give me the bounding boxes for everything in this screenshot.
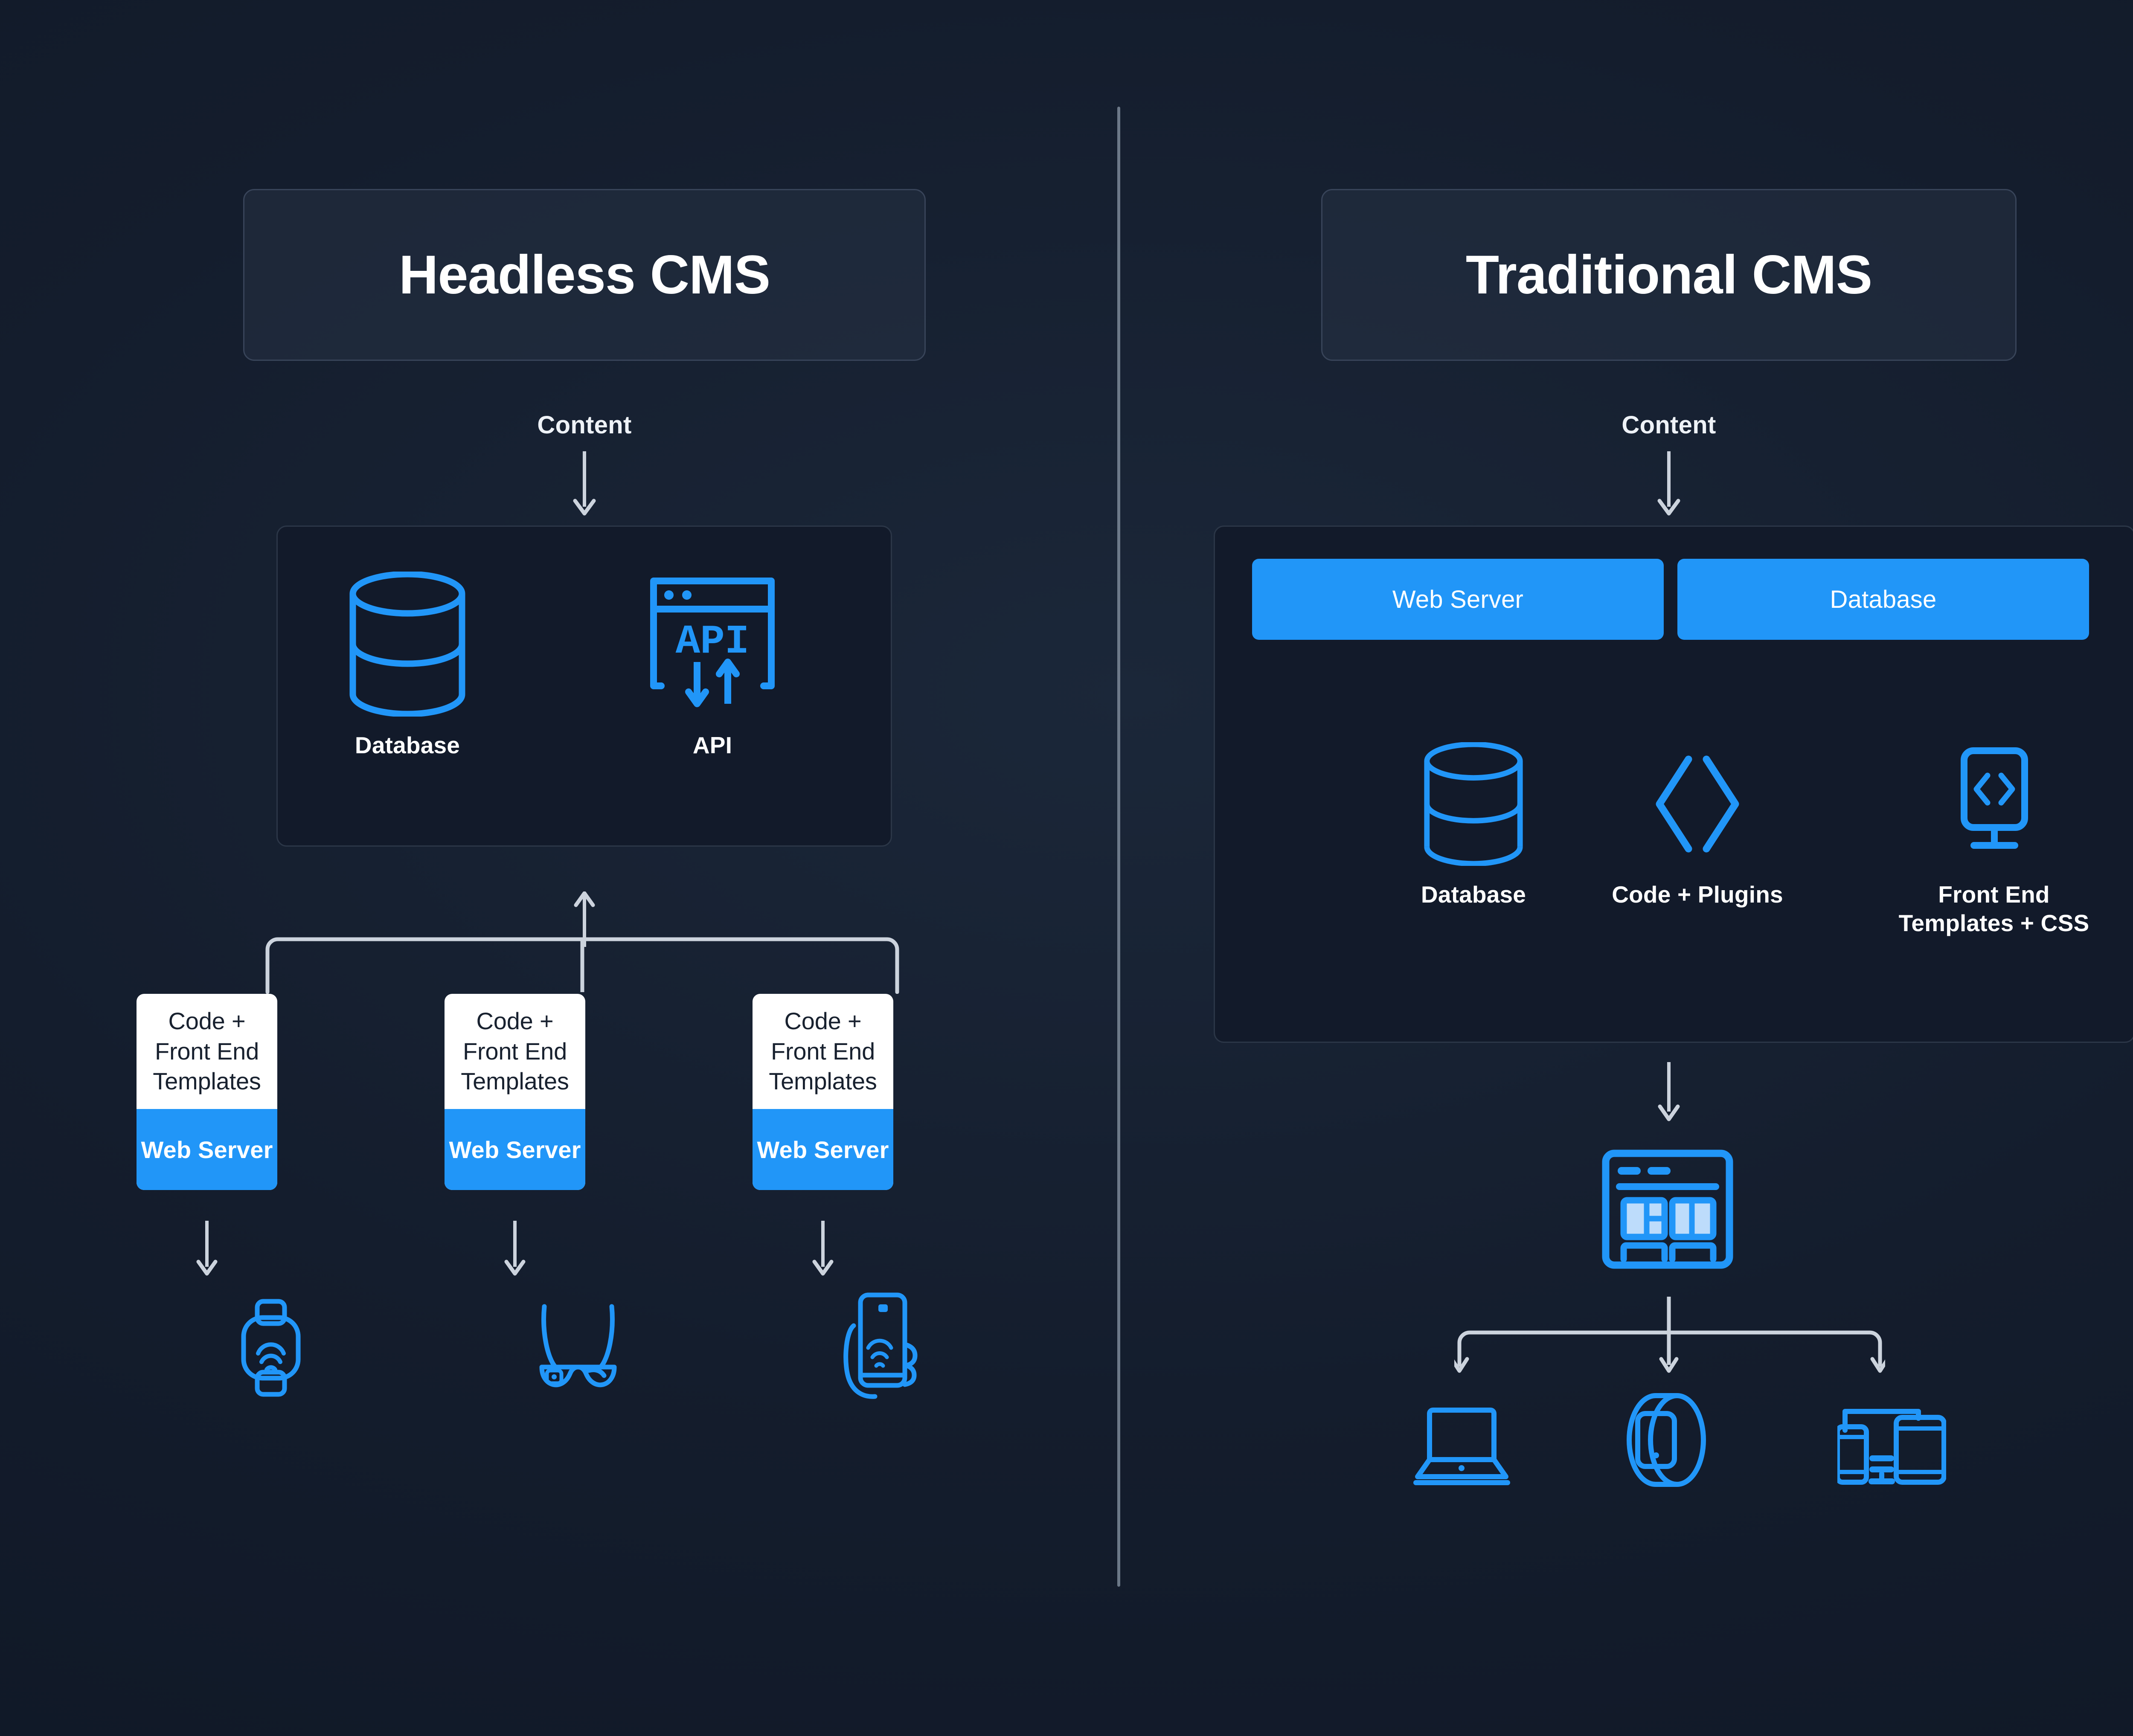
monitor-code-icon	[1961, 747, 2028, 849]
device-phone-tablet-right	[1835, 1405, 1947, 1493]
tile-database-right: Database	[1392, 742, 1555, 909]
stack-card-2[interactable]: Code + Front End Templates Web Server	[445, 994, 585, 1190]
tile-frontend-templates-right: Front End Templates + CSS	[1883, 742, 2105, 938]
tile-caption-api-left: API	[692, 732, 732, 758]
content-label-right: Content	[1622, 411, 1716, 439]
arrow-down-icon-card-2	[502, 1221, 528, 1276]
api-window-icon: API	[650, 578, 775, 707]
device-laptop-right	[1412, 1403, 1512, 1491]
arrow-down-icon-content-left	[572, 451, 597, 516]
arrow-down-icon-card-1	[194, 1221, 220, 1276]
device-smartwatch-left	[232, 1299, 309, 1399]
browser-layout-icon	[1602, 1150, 1733, 1269]
database-icon	[1424, 742, 1523, 866]
stack-card-1[interactable]: Code + Front End Templates Web Server	[137, 994, 277, 1190]
traditional-cms-panel: Traditional CMS Content Web Server Datab…	[1117, 0, 2133, 1736]
smartwatch-round-icon	[1627, 1393, 1706, 1487]
page-title-traditional: Traditional CMS	[1465, 244, 1872, 305]
hand-holding-phone-icon	[843, 1292, 918, 1399]
device-hand-phone-left	[834, 1292, 924, 1401]
content-label-left: Content	[537, 411, 632, 439]
phone-tablet-icon	[1835, 1409, 1947, 1485]
blue-box-database[interactable]: Database	[1677, 559, 2089, 640]
tile-caption-code-plugins: Code + Plugins	[1612, 881, 1783, 908]
traditional-cms-header-card: Traditional CMS	[1321, 189, 2017, 361]
arrow-down-icon-card-3	[810, 1221, 836, 1276]
tile-api-left: API API	[636, 572, 789, 760]
arrow-down-icon-content-right	[1656, 451, 1682, 516]
stack-card-1-label: Code + Front End Templates	[153, 1007, 261, 1095]
website-browser-icon-wrapper	[1597, 1147, 1738, 1277]
device-smartwatch-round-right	[1625, 1391, 1715, 1492]
panel-divider	[1117, 107, 1120, 1587]
code-brackets-icon	[1656, 755, 1739, 853]
stack-card-3-label: Code + Front End Templates	[769, 1007, 877, 1095]
arrow-down-icon-to-website	[1656, 1062, 1682, 1122]
blue-box-database-label: Database	[1830, 585, 1937, 613]
tile-caption-frontend-templates: Front End Templates + CSS	[1898, 881, 2089, 937]
smart-glasses-icon	[539, 1304, 617, 1388]
three-way-bracket-connector-left	[262, 934, 902, 994]
stack-card-2-webserver: Web Server	[445, 1109, 585, 1190]
stack-card-3-webserver: Web Server	[753, 1109, 893, 1190]
headless-cms-header-card: Headless CMS	[243, 189, 926, 361]
blue-box-web-server[interactable]: Web Server	[1252, 559, 1664, 640]
svg-text:API: API	[676, 618, 750, 665]
stack-card-1-webserver: Web Server	[137, 1109, 277, 1190]
database-icon	[349, 572, 465, 717]
tile-database-left: Database	[331, 572, 484, 760]
three-way-bracket-connector-right	[1454, 1297, 1885, 1378]
tile-code-plugins-right: Code + Plugins	[1591, 742, 1804, 909]
stack-card-3[interactable]: Code + Front End Templates Web Server	[753, 994, 893, 1190]
page-title-headless: Headless CMS	[398, 244, 770, 305]
laptop-icon	[1413, 1408, 1510, 1485]
stack-card-2-label: Code + Front End Templates	[461, 1007, 569, 1095]
tile-caption-database-left: Database	[355, 732, 460, 758]
headless-cms-panel: Headless CMS Content Database A	[137, 189, 926, 1401]
blue-box-web-server-label: Web Server	[1392, 585, 1524, 613]
tile-caption-database-right: Database	[1421, 881, 1526, 908]
device-smart-glasses-left	[529, 1303, 627, 1395]
smartwatch-icon	[241, 1299, 301, 1397]
